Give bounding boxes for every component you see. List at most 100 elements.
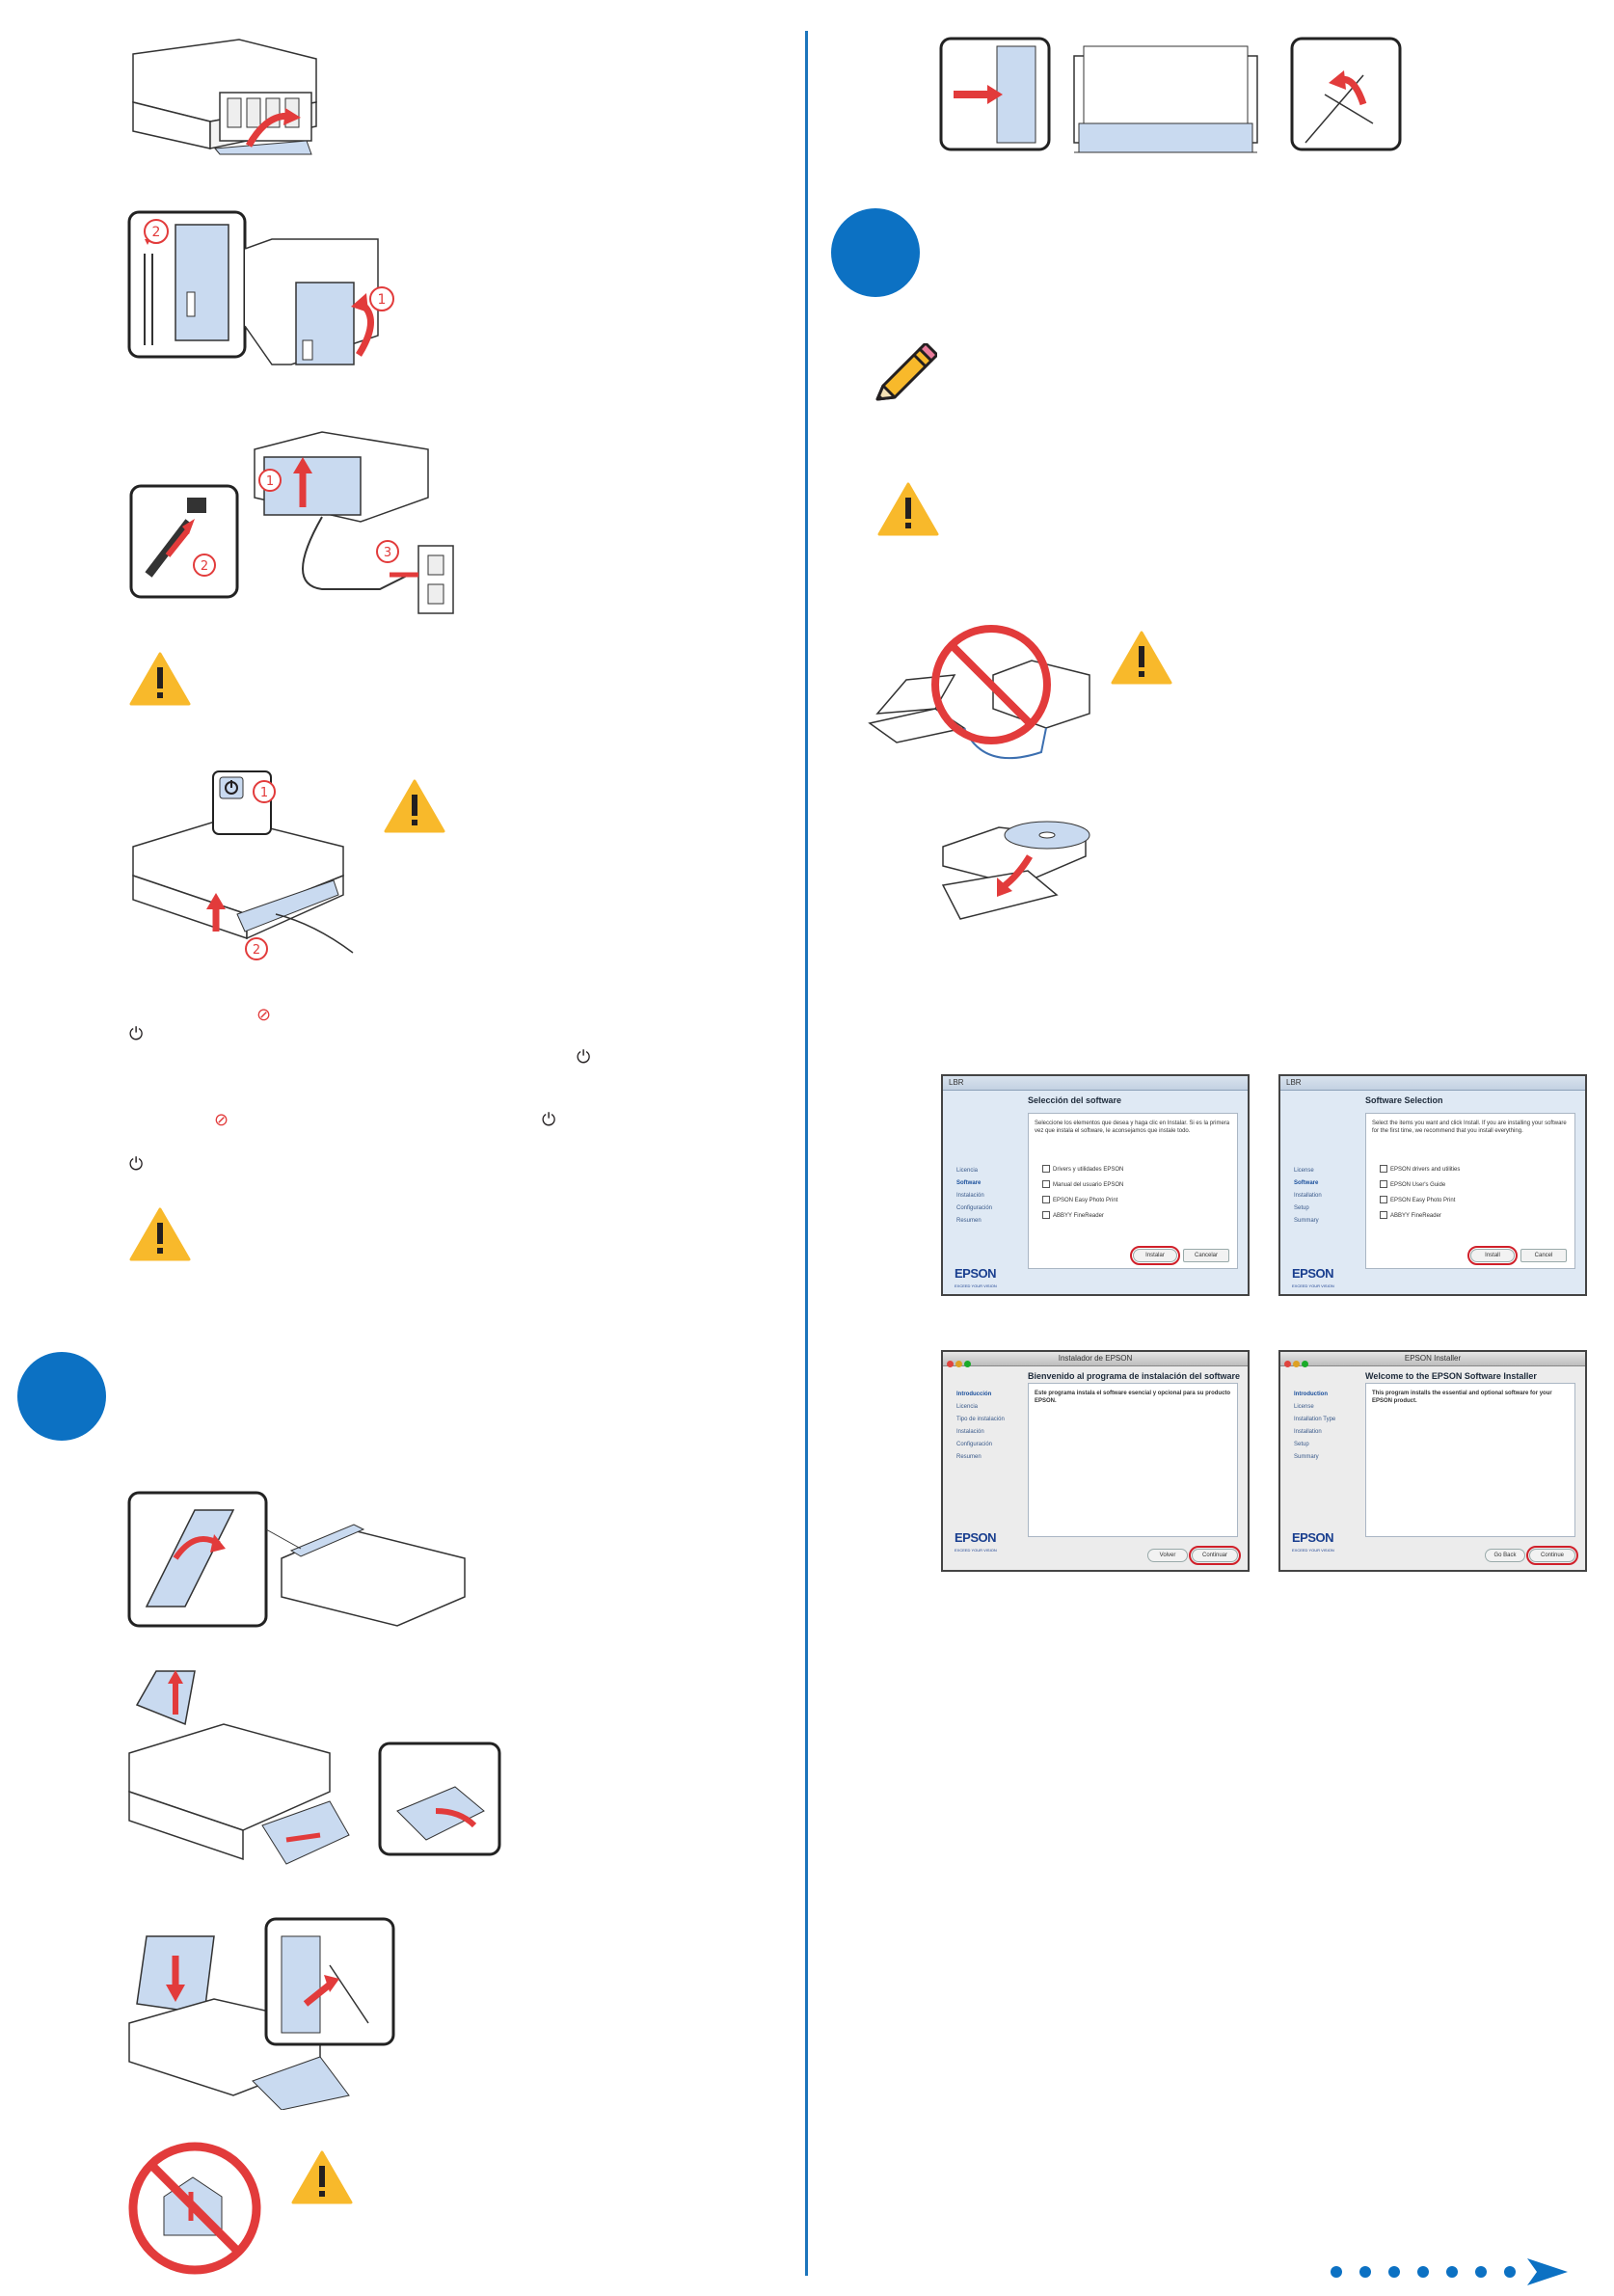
- press-power-button-illustration: 1 2: [132, 770, 354, 960]
- window-controls[interactable]: [947, 1355, 973, 1372]
- welcome-text: Este programa instala el software esenci…: [1035, 1391, 1231, 1404]
- sidebar-step: Licencia: [956, 1404, 979, 1410]
- nav-dot: [1417, 2266, 1429, 2278]
- cancel-button[interactable]: Cancelar: [1183, 1249, 1229, 1262]
- software-checklist: EPSON drivers and utilities EPSON User's…: [1380, 1162, 1460, 1224]
- window-title: EPSON Installer: [1280, 1352, 1585, 1366]
- window-title: Instalador de EPSON: [943, 1352, 1248, 1366]
- sidebar-step: License: [1294, 1404, 1314, 1410]
- sidebar-step-active: Introduction: [1294, 1391, 1328, 1397]
- instructions-text: Select the items you want and click Inst…: [1372, 1121, 1567, 1134]
- nav-dot: [1359, 2266, 1371, 2278]
- power-icon: ⏻: [542, 1110, 556, 1129]
- software-checkbox-item[interactable]: EPSON Easy Photo Print: [1042, 1193, 1123, 1208]
- epson-logo: EPSON: [955, 1530, 997, 1545]
- sidebar-step: Configuración: [956, 1442, 993, 1447]
- cancel-button[interactable]: Cancel: [1520, 1249, 1567, 1262]
- sidebar-step: Instalación: [956, 1429, 984, 1435]
- window-heading: Software Selection: [1365, 1095, 1443, 1105]
- window-controls[interactable]: [1284, 1355, 1310, 1372]
- sidebar-step: Installation: [1294, 1429, 1322, 1435]
- ink-tank-unit-illustration: 2 1: [127, 210, 394, 365]
- warning-triangle-icon: [129, 1207, 191, 1261]
- back-button[interactable]: Volver: [1147, 1549, 1188, 1562]
- zoom-window-icon[interactable]: [964, 1361, 971, 1367]
- svg-text:2: 2: [152, 225, 161, 240]
- window-heading: Welcome to the EPSON Software Installer: [1365, 1371, 1537, 1381]
- adjust-edge-guides-illustration: [939, 37, 1402, 153]
- sidebar-step: License: [1294, 1168, 1314, 1174]
- step-number-circle: [17, 1352, 106, 1441]
- welcome-panel: Este programa instala el software esenci…: [1028, 1383, 1238, 1537]
- installer-steps-sidebar: Introduction License Installation Type I…: [1294, 1389, 1335, 1464]
- window-heading: Selección del software: [1028, 1095, 1122, 1105]
- warning-triangle-icon: [877, 482, 939, 536]
- installer-steps-sidebar: License Software Installation Setup Summ…: [1294, 1165, 1322, 1228]
- instructions-text: Seleccione los elementos que desea y hag…: [1035, 1121, 1230, 1134]
- software-checkbox-item[interactable]: Manual del usuario EPSON: [1042, 1177, 1123, 1193]
- epson-tagline: EXCEED YOUR VISION: [1292, 1283, 1334, 1288]
- software-selection-window-es: LBR Selección del software Licencia Soft…: [941, 1074, 1250, 1296]
- load-paper-illustration: [128, 1917, 395, 2110]
- checkbox-icon: [1042, 1165, 1050, 1174]
- window-title: LBR: [1280, 1076, 1585, 1091]
- nav-dot: [1475, 2266, 1487, 2278]
- warning-triangle-icon: [384, 779, 445, 833]
- open-feeder-guard-illustration: [127, 1491, 466, 1628]
- window-title: LBR: [943, 1076, 1248, 1091]
- epson-logo: EPSON: [1292, 1266, 1334, 1281]
- welcome-text: This program installs the essential and …: [1372, 1391, 1552, 1404]
- next-page-arrow-icon[interactable]: [1527, 2258, 1568, 2285]
- software-checkbox-item[interactable]: EPSON User's Guide: [1380, 1177, 1460, 1193]
- checkbox-icon: [1380, 1211, 1387, 1220]
- power-cord-connection-illustration: 1 2 3: [129, 431, 454, 614]
- close-window-icon[interactable]: [1284, 1361, 1291, 1367]
- power-icon: ⏻: [129, 1154, 144, 1174]
- continue-button[interactable]: Continuar: [1189, 1546, 1241, 1565]
- sidebar-step-active: Introducción: [956, 1391, 992, 1397]
- checkbox-icon: [1042, 1196, 1050, 1204]
- epson-tagline: EXCEED YOUR VISION: [955, 1283, 997, 1288]
- no-loading-paper-prohibited-icon: [128, 2142, 261, 2275]
- warning-triangle-icon: [291, 2150, 353, 2204]
- sidebar-step: Setup: [1294, 1205, 1309, 1211]
- sidebar-step: Resumen: [956, 1218, 982, 1224]
- nav-dot: [1504, 2266, 1516, 2278]
- nav-dot: [1388, 2266, 1400, 2278]
- close-window-icon[interactable]: [947, 1361, 954, 1367]
- sidebar-step: Tipo de instalación: [956, 1417, 1005, 1422]
- sidebar-step: Installation Type: [1294, 1417, 1336, 1422]
- epson-tagline: EXCEED YOUR VISION: [955, 1548, 997, 1553]
- software-checklist: Drivers y utilidades EPSON Manual del us…: [1042, 1162, 1123, 1224]
- software-checkbox-item[interactable]: EPSON drivers and utilities: [1380, 1162, 1460, 1177]
- software-selection-window-en: LBR Software Selection License Software …: [1278, 1074, 1587, 1296]
- continue-button[interactable]: Continue: [1526, 1546, 1578, 1565]
- close-ink-tank-cover-illustration: [132, 39, 317, 155]
- power-icon: ⏻: [577, 1047, 591, 1067]
- sidebar-step: Configuración: [956, 1205, 993, 1211]
- back-button[interactable]: Go Back: [1485, 1549, 1525, 1562]
- column-divider: [805, 31, 808, 2276]
- svg-text:1: 1: [260, 786, 268, 800]
- sidebar-step: Resumen: [956, 1454, 982, 1460]
- installer-welcome-window-en: EPSON Installer Welcome to the EPSON Sof…: [1278, 1350, 1587, 1572]
- epson-tagline: EXCEED YOUR VISION: [1292, 1548, 1334, 1553]
- software-checkbox-item[interactable]: ABBYY FineReader: [1380, 1208, 1460, 1224]
- software-checkbox-item[interactable]: ABBYY FineReader: [1042, 1208, 1123, 1224]
- warning-triangle-icon: [1111, 631, 1172, 685]
- nav-dot: [1446, 2266, 1458, 2278]
- software-checkbox-item[interactable]: Drivers y utilidades EPSON: [1042, 1162, 1123, 1177]
- minimize-window-icon[interactable]: [955, 1361, 962, 1367]
- extend-paper-support-illustration: [128, 1670, 501, 1865]
- minimize-window-icon[interactable]: [1293, 1361, 1300, 1367]
- stop-icon: ⊘: [214, 1110, 229, 1129]
- install-button[interactable]: Instalar: [1130, 1246, 1180, 1265]
- zoom-window-icon[interactable]: [1302, 1361, 1308, 1367]
- software-list-panel: Select the items you want and click Inst…: [1365, 1113, 1575, 1269]
- install-button[interactable]: Install: [1467, 1246, 1518, 1265]
- window-heading: Bienvenido al programa de instalación de…: [1028, 1371, 1241, 1381]
- nav-dot: [1331, 2266, 1342, 2278]
- epson-logo: EPSON: [955, 1266, 997, 1281]
- software-checkbox-item[interactable]: EPSON Easy Photo Print: [1380, 1193, 1460, 1208]
- epson-logo: EPSON: [1292, 1530, 1334, 1545]
